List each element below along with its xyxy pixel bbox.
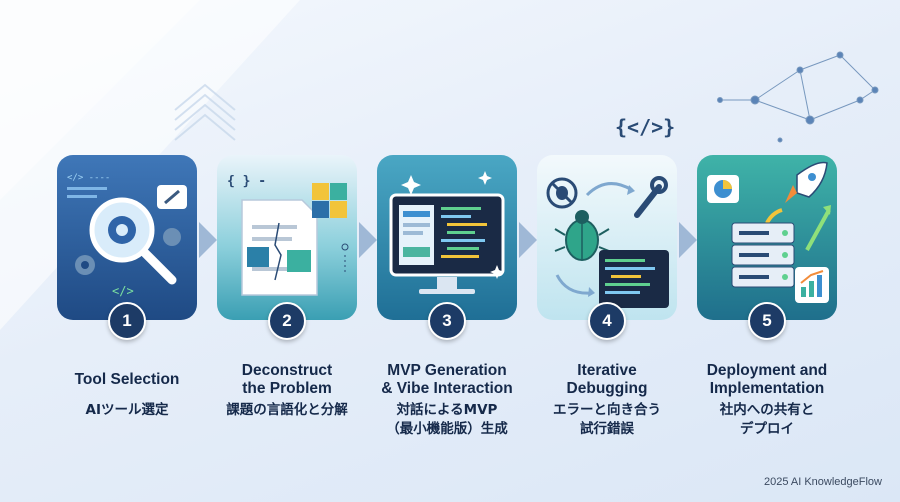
step-title-en-1: Tool Selection: [74, 371, 180, 388]
flow-arrow-icon: [519, 222, 537, 258]
flow-arrow-icon: [199, 222, 217, 258]
magnifier-gear-icon: </> ---- </>: [57, 155, 197, 320]
step-number-badge: 2: [268, 302, 306, 340]
step-title-ja-1: AIツール選定: [85, 402, 169, 418]
step-card-5: 5: [697, 155, 837, 340]
step-title-ja-2: 課題の言語化と分解: [226, 402, 348, 418]
step-title-en-4: Iterative Debugging: [566, 362, 648, 397]
bug-wrench-icon: [537, 155, 677, 320]
step-number-badge: 3: [428, 302, 466, 340]
braces-icon: { } -: [227, 174, 266, 189]
monitor-code-icon: [377, 155, 517, 320]
step-number-badge: 4: [588, 302, 626, 340]
step-card-4: 4: [537, 155, 677, 340]
step-title-en-3: MVP Generation & Vibe Interaction: [381, 362, 513, 397]
step-title-ja-4: エラーと向き合う 試行錯誤: [553, 402, 661, 437]
code-tag-decoration: {</>}: [615, 115, 676, 139]
svg-text:</> ----: </> ----: [67, 173, 110, 183]
flow-arrow-icon: [679, 222, 697, 258]
step-card-1: </> ---- </> 1: [57, 155, 197, 340]
step-title-en-5: Deployment and Implementation: [706, 362, 828, 397]
step-title-en-2: Deconstruct the Problem: [241, 362, 333, 397]
step-number-badge: 1: [108, 302, 146, 340]
step-card-2: { } - 2: [217, 155, 357, 340]
step-title-ja-3: 対話によるMVP （最小機能版）生成: [386, 402, 508, 437]
rocket-server-icon: [697, 155, 837, 320]
step-number-badge: 5: [748, 302, 786, 340]
flow-arrow-icon: [359, 222, 377, 258]
puzzle-document-icon: { } -: [217, 155, 357, 320]
code-icon: </>: [112, 284, 134, 298]
step-title-ja-5: 社内への共有と デプロイ: [719, 402, 815, 437]
step-card-3: 3: [377, 155, 517, 340]
footer-credit: 2025 AI KnowledgeFlow: [763, 476, 882, 488]
